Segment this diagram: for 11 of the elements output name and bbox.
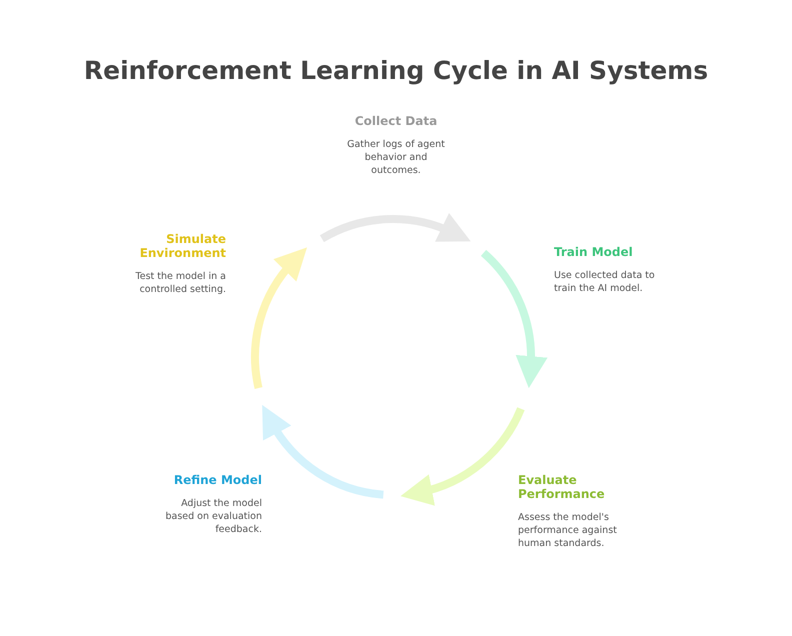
step-heading: Collect Data: [354, 114, 438, 128]
step-description: Use collected data to train the AI model.: [554, 269, 656, 295]
step-heading: Simulate Environment: [138, 232, 226, 260]
step-heading: Evaluate Performance: [518, 473, 606, 501]
step-description: Test the model in a controlled setting.: [134, 270, 226, 296]
step-description: Assess the model's performance against human standards.: [518, 511, 618, 550]
step-heading: Train Model: [554, 245, 634, 259]
step-heading: Refine Model: [172, 473, 262, 487]
step-description: Adjust the model based on evaluation feedback.: [164, 497, 262, 536]
step-description: Gather logs of agent behavior and outcomes.: [346, 138, 446, 177]
diagram-title: Reinforcement Learning Cycle in AI Systems: [82, 55, 710, 87]
